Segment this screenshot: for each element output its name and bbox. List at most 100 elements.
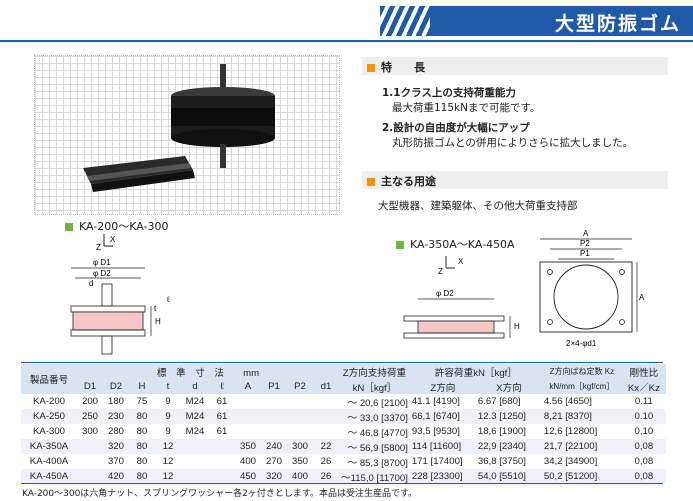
spring-cell-kn: 4.56: [543, 396, 563, 407]
zload-kgf: 4770: [383, 427, 406, 439]
dim-cell: 61: [209, 409, 235, 424]
dim-cell: [77, 469, 103, 484]
product-cell: KA-400A: [29, 456, 69, 467]
spring-cell-kgf: 8370: [567, 411, 590, 422]
ratio-cell: 0.10: [621, 409, 666, 424]
feature-item-1: 1.1クラス上の支持荷重能力 最大荷重115kNまで可能です。: [382, 86, 540, 116]
allow-x-cell-kn: 54,0: [477, 471, 497, 482]
col-p2: P2: [287, 379, 313, 394]
dim-cell: [209, 469, 235, 484]
dim-cell: [261, 409, 287, 424]
drawing-ka200-300: X Z φ D1 φ D2 d H t ℓ: [70, 234, 170, 355]
ratio-cell: 0.11: [634, 396, 653, 407]
allow-z-cell-kn: 171: [411, 456, 428, 467]
dim-cell: 26: [313, 469, 339, 484]
dim-cell: 240: [261, 439, 287, 454]
dim-cell: 320: [103, 439, 129, 454]
dim-a-side-label: A: [639, 293, 645, 302]
zload-cell: 〜 46,8 [4770]: [347, 427, 408, 439]
header-ratio-unit: Kx／Kz: [621, 379, 666, 394]
product-cell: KA-450A: [21, 469, 77, 484]
dim-cell: M24: [185, 396, 205, 407]
allow-x-cell: 54,0 [5510]: [475, 469, 542, 484]
feature-title: 2.設計の自由度が大幅にアップ: [382, 122, 530, 134]
page-title: 大型防振ゴム: [554, 13, 681, 35]
dim-cell: 270: [265, 456, 282, 467]
allow-x-cell: 12.3 [1250]: [475, 409, 542, 424]
zload-kn: 〜 85,3: [347, 457, 379, 469]
dim-cell: 22: [313, 439, 339, 454]
dim-cell: 75: [136, 396, 148, 407]
dim-cell: [209, 439, 235, 454]
dim-cell: 9: [155, 409, 181, 424]
product-cell: KA-250: [21, 409, 77, 424]
dim-cell: 61: [216, 396, 228, 407]
green-square-icon: [65, 223, 73, 231]
dim-cell: 450: [235, 469, 261, 484]
dim-cell: 300: [287, 439, 313, 454]
orange-square-icon: [367, 178, 375, 186]
zload-cell: 〜 20,6 [2100]: [347, 397, 408, 409]
dim-cell: 350: [235, 439, 261, 454]
allow-x-cell-kn: 36,8: [477, 456, 497, 467]
dim-cell: 420: [103, 469, 129, 484]
dim-h-label: H: [155, 317, 161, 326]
header-band: [430, 6, 693, 36]
zload-kn: 〜 20,6: [347, 397, 379, 409]
dim-t-label: t: [154, 304, 157, 313]
drawing-ka350a-450a-top: A P2 P1 A 2×4-φd1: [539, 229, 645, 348]
dim-cell: [181, 469, 209, 484]
drawing-label-right-text: KA-350A〜KA-450A: [410, 238, 515, 251]
spring-cell-kgf: 22100: [567, 441, 595, 452]
allow-x-cell-kgf: 1900: [501, 426, 524, 437]
footnote: KA-200〜300は六角ナット、スプリングワッシャー各2ヶ付きとします。本品は…: [22, 489, 418, 499]
feature-item-2: 2.設計の自由度が大幅にアップ 丸形防振ゴムとの併用によりさらに拡大しました。: [382, 121, 633, 151]
col-h: H: [129, 379, 155, 394]
dim-cell: 80: [129, 469, 155, 484]
dim-cell: [313, 394, 339, 409]
dim-d1-label: φ D1: [93, 258, 111, 267]
dim-cell: 200: [81, 396, 98, 407]
dim-h-label: H: [514, 322, 520, 331]
col-a: A: [235, 379, 261, 394]
green-square-icon: [396, 241, 404, 249]
allow-z-cell-kgf: 11600: [432, 441, 459, 452]
header-zload: Z方向支持荷重: [339, 364, 410, 379]
allow-x-cell-kgf: 5510: [501, 471, 524, 482]
product-cell: KA-350A: [21, 439, 77, 454]
spring-cell: 34,2 [34900]: [543, 456, 598, 467]
uses-heading-bar: [362, 171, 668, 189]
col-d: d: [181, 379, 209, 394]
allow-z-cell-kn: 41.1: [411, 396, 431, 407]
allow-z-cell: 114 [11600]: [409, 439, 476, 454]
col-d2: D2: [103, 379, 129, 394]
ratio-cell: 0,10: [634, 426, 654, 437]
features-heading: 特 長: [367, 59, 425, 75]
dim-cell: 61: [216, 426, 228, 437]
dim-cell: 9: [165, 426, 171, 437]
drawing-label-right: KA-350A〜KA-450A: [396, 236, 515, 252]
dim-cell: 400: [287, 469, 313, 484]
header-spring: Z方向ばね定数 Kz: [541, 364, 622, 379]
dim-cell: 12: [155, 439, 181, 454]
col-l: ℓ: [209, 379, 235, 394]
allow-x-cell-kn: 18,6: [477, 426, 497, 437]
dim-cell: M24: [185, 426, 205, 437]
dim-cell: 230: [103, 409, 129, 424]
dim-cell: [77, 454, 103, 469]
allow-x-cell-kn: 6.67: [477, 396, 497, 407]
product-photo-illustration: [83, 64, 275, 192]
dim-cell: [181, 454, 209, 469]
dim-cell: [287, 394, 313, 409]
allow-z-cell-kgf: 17400: [433, 456, 460, 467]
dim-cell: 80: [136, 456, 148, 467]
table-top-rule: [21, 362, 663, 363]
spec-table: 製品番号 標 準 寸 法 mm Z方向支持荷重 許容荷重kN［kgf］ Z方向ば…: [21, 364, 666, 484]
spring-cell: 50,2 [51200]: [541, 469, 622, 484]
feature-title: 1.1クラス上の支持荷重能力: [382, 87, 516, 99]
spring-cell-kn: 8,21: [543, 411, 563, 422]
allow-z-cell-kgf: 23300: [433, 471, 460, 482]
